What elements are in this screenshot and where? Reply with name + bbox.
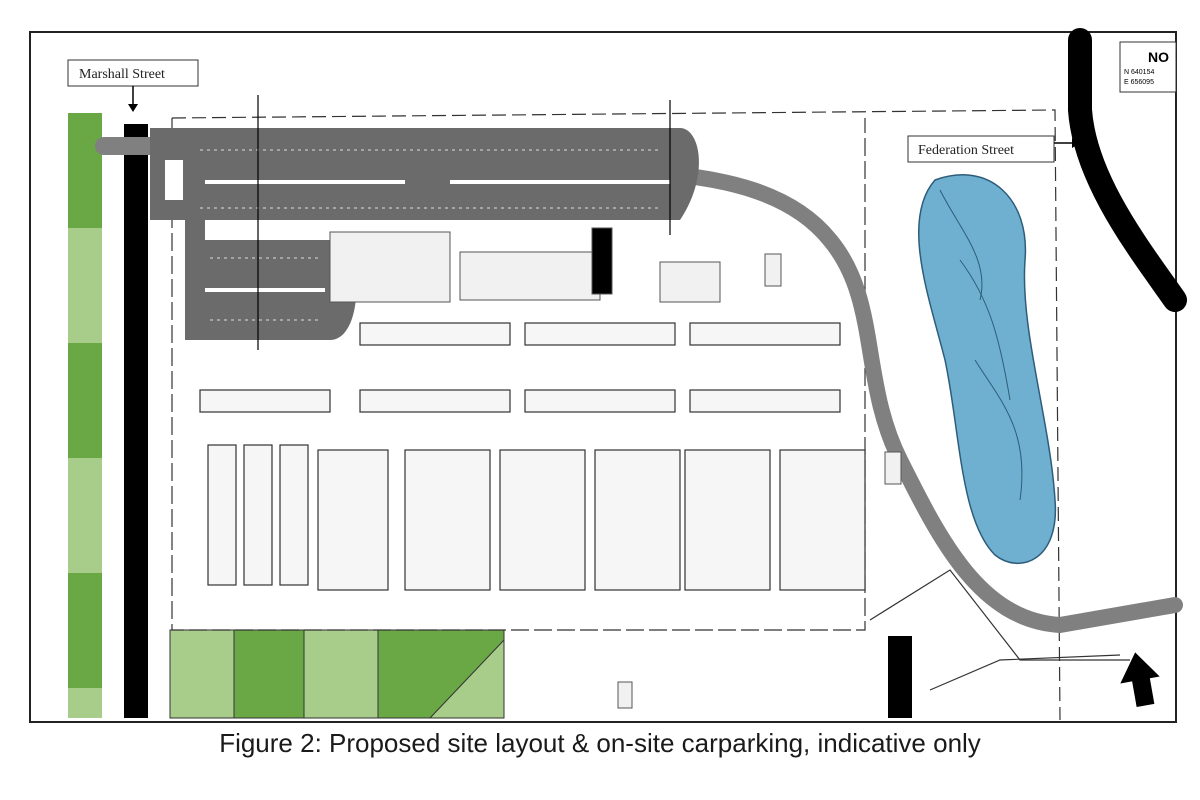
- north-arrow-icon: [1120, 652, 1160, 707]
- marshall-street-road: [124, 124, 148, 718]
- module-columns: [207, 444, 866, 591]
- northing-label: N 640154: [1124, 69, 1154, 76]
- pond-contours: [939, 189, 1023, 501]
- green-strip-left: [68, 113, 102, 718]
- green-parcels-bottom: [169, 629, 505, 719]
- federation-street-label: Federation Street: [918, 143, 1014, 158]
- north-label: NO: [1148, 49, 1169, 65]
- easting-label: E 656095: [1124, 79, 1154, 86]
- stormwater-pond: [917, 174, 1057, 565]
- marshall-street-label: Marshall Street: [79, 67, 165, 82]
- federation-street-label-box: Federation Street: [907, 135, 1080, 163]
- light-poles: [257, 95, 671, 350]
- modules: [199, 322, 866, 591]
- federation-street-edge-bar: [888, 636, 912, 718]
- buildings: [329, 227, 902, 709]
- site-plan: Marshall Street Federation Street NO N 6…: [29, 28, 1187, 723]
- carpark-areas: [150, 128, 699, 340]
- figure-caption: Figure 2: Proposed site layout & on-site…: [219, 728, 981, 758]
- module-row-top: [199, 322, 841, 413]
- north-coordinates-box: NO N 640154 E 656095: [1119, 41, 1177, 93]
- marshall-street-label-box: Marshall Street: [67, 59, 199, 112]
- site-boundary: [171, 109, 1130, 721]
